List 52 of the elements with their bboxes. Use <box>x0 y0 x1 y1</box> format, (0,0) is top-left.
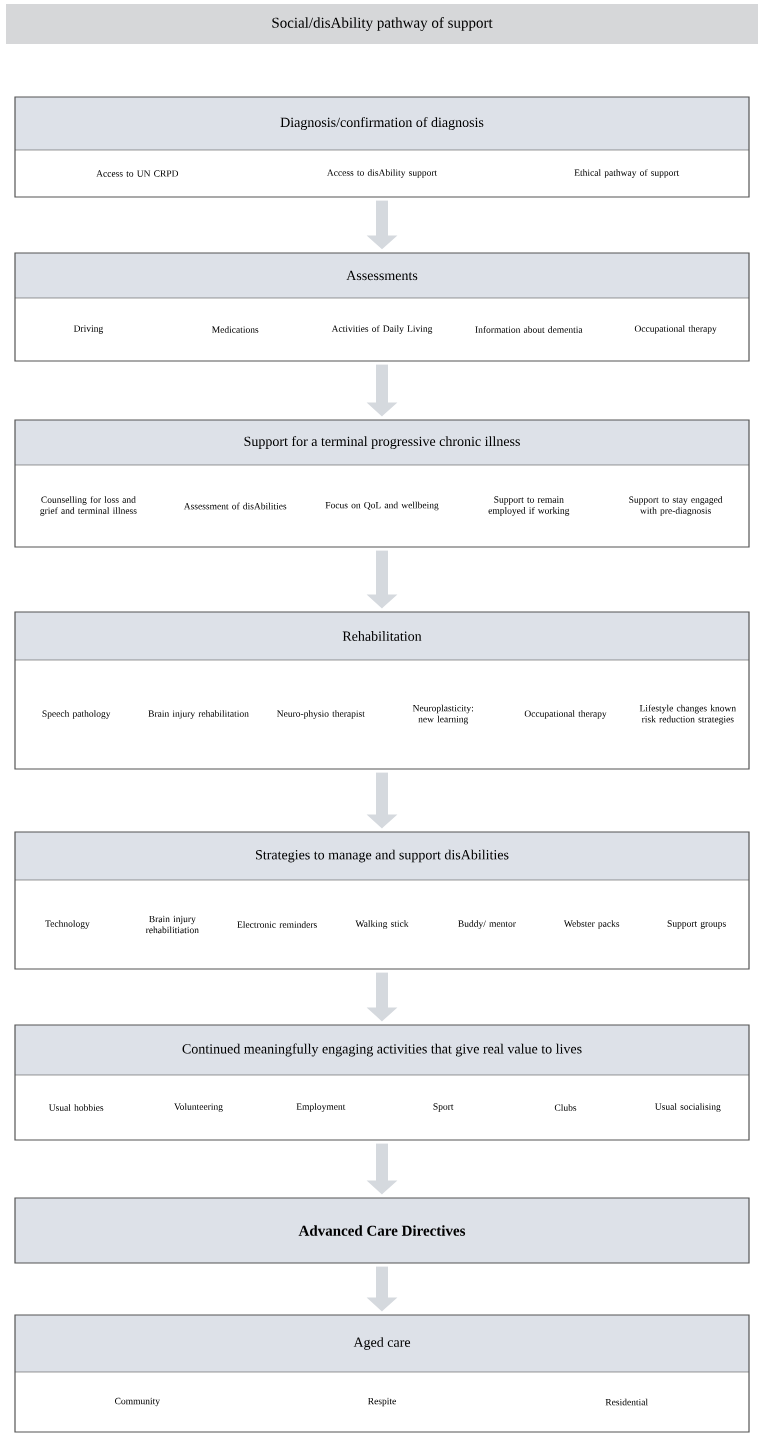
item-text: Driving <box>73 325 103 334</box>
item-text: Medications <box>212 326 259 333</box>
item-text: Support to remain employed if working <box>488 496 570 516</box>
item-text: Access to UN CRPD <box>96 170 179 177</box>
item-text: Volunteering <box>174 1103 223 1112</box>
stage-box <box>14 831 750 970</box>
item-text: Focus on QoL and wellbeing <box>325 501 439 511</box>
item-text: Occupational therapy <box>524 710 607 719</box>
item-text: Neuro-physio therapist <box>277 710 365 719</box>
stage-heading: Advanced Care Directives <box>298 1225 466 1236</box>
item-text: Support to stay engaged with pre-diagnosis <box>629 496 723 516</box>
stage-box <box>14 96 750 198</box>
item-text: Access to disAbility support <box>326 169 438 178</box>
item-text: Lifestyle changes known risk reduction strategies <box>639 704 736 725</box>
stage-box <box>14 1024 750 1141</box>
stage-box <box>14 419 750 548</box>
item-text: Technology <box>45 920 90 929</box>
item-text: Clubs <box>554 1104 577 1111</box>
item-text: Employment <box>296 1103 346 1112</box>
item-text: Electronic reminders <box>237 921 317 928</box>
item-text: Counselling for loss and grief and terminal illness <box>40 496 137 516</box>
item-text: Ethical pathway of support <box>574 169 680 178</box>
stage-heading: Aged care <box>353 1337 411 1350</box>
item-text: Walking stick <box>355 920 409 929</box>
item-text: Respite <box>368 1397 396 1407</box>
item-text: Residential <box>605 1398 648 1406</box>
stage-heading: Continued meaningfully engaging activities that give real value to lives <box>182 1043 582 1057</box>
item-text: Sport <box>433 1103 454 1112</box>
title-band: Social/disAbility pathway of support <box>6 4 758 44</box>
item-text: Brain injury rehabilitiation <box>145 915 199 934</box>
item-text: Usual socialising <box>655 1103 721 1112</box>
item-text: Usual hobbies <box>48 1104 104 1111</box>
item-text: Information about dementia <box>475 326 583 333</box>
stage-box <box>14 611 750 770</box>
stage-box <box>14 1314 750 1433</box>
item-text: Occupational therapy <box>634 325 717 334</box>
item-text: Activities of Daily Living <box>331 325 433 334</box>
item-text: Community <box>115 1397 160 1407</box>
item-text: Support groups <box>667 920 726 929</box>
stage-heading: Assessments <box>346 270 418 281</box>
item-text: Neuroplasticity: new learning <box>412 704 474 725</box>
stage-heading: Support for a terminal progressive chronic illness <box>244 436 520 449</box>
item-text: Buddy/ mentor <box>458 920 516 929</box>
stage-heading: Diagnosis/confirmation of diagnosis <box>280 117 484 130</box>
stage-box <box>14 1197 750 1264</box>
item-text: Webster packs <box>563 920 620 929</box>
stage-box <box>14 252 750 362</box>
item-text: Speech pathology <box>42 710 111 719</box>
item-text: Brain injury rehabilitation <box>148 710 249 719</box>
item-text: Assessment of disAbilities <box>183 502 287 510</box>
stage-heading: Rehabilitation <box>342 631 422 641</box>
stage-heading: Strategies to manage and support disAbilities <box>256 849 509 863</box>
